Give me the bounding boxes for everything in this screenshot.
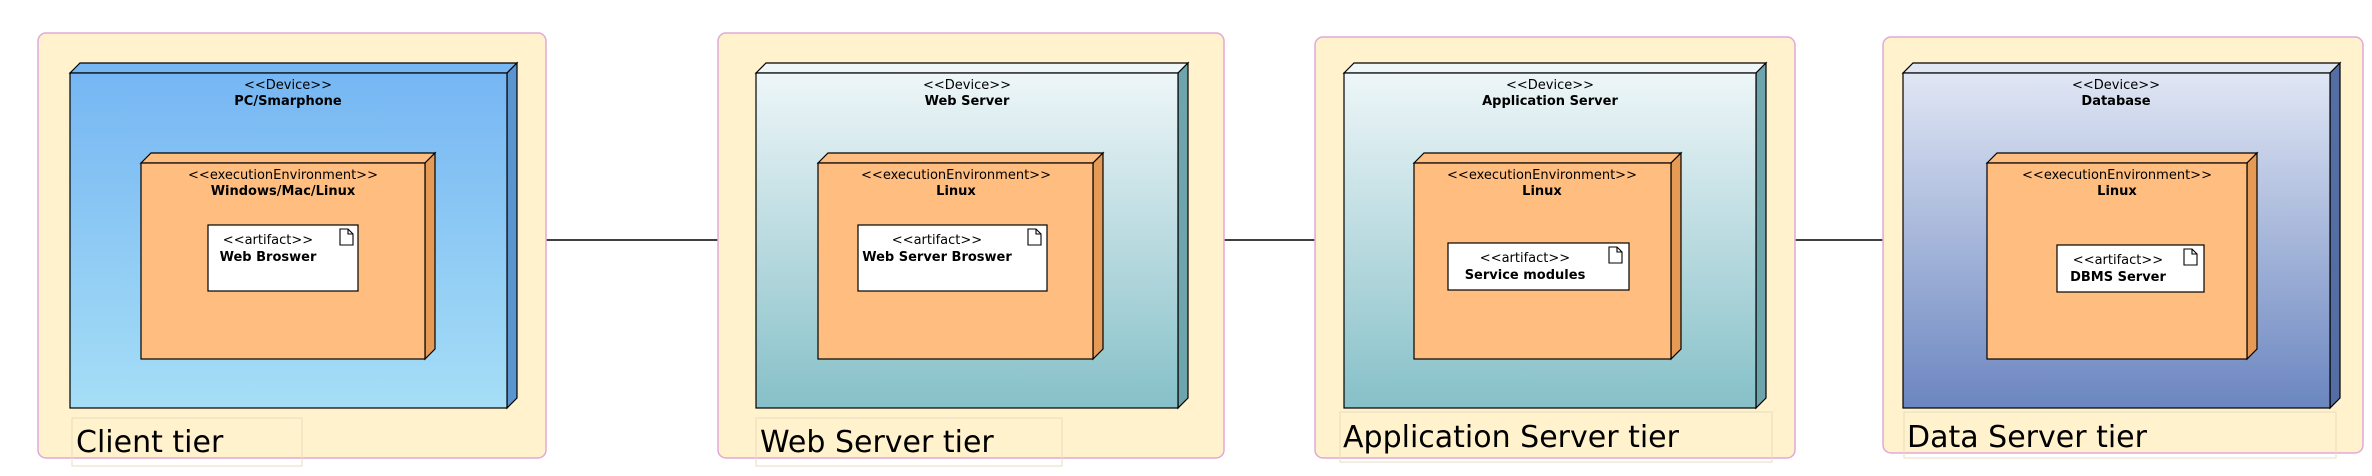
document-icon <box>1027 228 1042 246</box>
tier-web-server[interactable]: Web Server tier <<Device>> Web Server <<… <box>717 32 1225 467</box>
artifact-rect <box>1447 242 1630 291</box>
device-top-face <box>1342 62 1768 74</box>
artifact-stereotype: <<artifact>> <box>223 233 313 248</box>
env-stereotype: <<executionEnvironment>> <box>861 168 1051 183</box>
document-icon <box>339 228 354 246</box>
env-top-face <box>816 152 1105 164</box>
device-name: Web Server <box>925 94 1010 109</box>
env-side-face <box>1670 151 1682 361</box>
env-name: Linux <box>1522 184 1562 199</box>
artifact-name: Web Broswer <box>220 250 317 265</box>
artifact-rect <box>857 224 1048 292</box>
device-top-face <box>1901 62 2342 74</box>
device-side-face <box>1177 61 1189 410</box>
artifact-rect <box>207 224 359 292</box>
tier-label-box <box>755 417 1063 467</box>
tier-label-box <box>1339 411 1773 463</box>
env-top-face <box>139 152 437 164</box>
device-top-face <box>68 62 519 74</box>
artifact-rect <box>2056 244 2205 293</box>
artifact-name: DBMS Server <box>2070 270 2166 285</box>
device-name: PC/Smarphone <box>234 94 342 109</box>
tier-data-server[interactable]: Data Server tier <<Device>> Database <<e… <box>1882 36 2364 459</box>
tier-label-box <box>1903 411 2337 459</box>
tier-label: Web Server tier <box>760 425 994 460</box>
tier-label: Application Server tier <box>1343 420 1680 455</box>
artifact-box[interactable]: <<artifact>> Web Server Broswer <box>857 224 1048 292</box>
artifact-name: Web Server Broswer <box>862 250 1012 265</box>
tier-application-server[interactable]: Application Server tier <<Device>> Appli… <box>1314 36 1796 463</box>
env-name: Windows/Mac/Linux <box>211 184 356 199</box>
env-stereotype: <<executionEnvironment>> <box>2022 168 2212 183</box>
document-icon <box>2183 248 2198 266</box>
artifact-stereotype: <<artifact>> <box>1480 251 1570 266</box>
device-side-face <box>1755 61 1767 410</box>
tier-label-box <box>71 417 303 467</box>
device-stereotype: <<Device>> <box>1506 78 1594 93</box>
env-name: Linux <box>2097 184 2137 199</box>
tier-client[interactable]: Client tier <<Device>> PC/Smarphone <<ex… <box>37 32 547 467</box>
env-top-face <box>1412 152 1683 164</box>
env-name: Linux <box>936 184 976 199</box>
env-stereotype: <<executionEnvironment>> <box>1447 168 1637 183</box>
artifact-box[interactable]: <<artifact>> Web Broswer <box>207 224 359 292</box>
device-stereotype: <<Device>> <box>244 78 332 93</box>
env-top-face <box>1985 152 2259 164</box>
device-name: Database <box>2081 94 2150 109</box>
tier-label: Data Server tier <box>1907 420 2148 455</box>
artifact-box[interactable]: <<artifact>> Service modules <box>1447 242 1630 291</box>
env-side-face <box>2246 151 2258 361</box>
device-stereotype: <<Device>> <box>923 78 1011 93</box>
device-side-face <box>2329 61 2341 410</box>
env-side-face <box>1092 151 1104 361</box>
device-name: Application Server <box>1482 94 1618 109</box>
env-side-face <box>424 151 436 361</box>
artifact-stereotype: <<artifact>> <box>892 233 982 248</box>
document-icon <box>1608 246 1623 264</box>
env-stereotype: <<executionEnvironment>> <box>188 168 378 183</box>
device-stereotype: <<Device>> <box>2072 78 2160 93</box>
artifact-stereotype: <<artifact>> <box>2073 253 2163 268</box>
tier-label: Client tier <box>76 425 224 460</box>
device-side-face <box>506 61 518 410</box>
artifact-box[interactable]: <<artifact>> DBMS Server <box>2056 244 2205 293</box>
artifact-name: Service modules <box>1465 268 1586 283</box>
device-top-face <box>754 62 1190 74</box>
